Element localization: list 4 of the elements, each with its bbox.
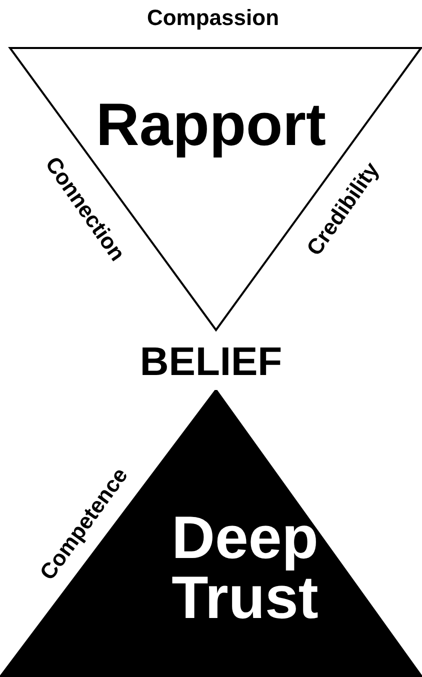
side-label: Compassion	[146, 7, 280, 29]
center-label: BELIEF	[138, 342, 284, 382]
triangle-title: Deep Trust	[170, 508, 320, 628]
triangle-title: Rapport	[95, 95, 327, 155]
